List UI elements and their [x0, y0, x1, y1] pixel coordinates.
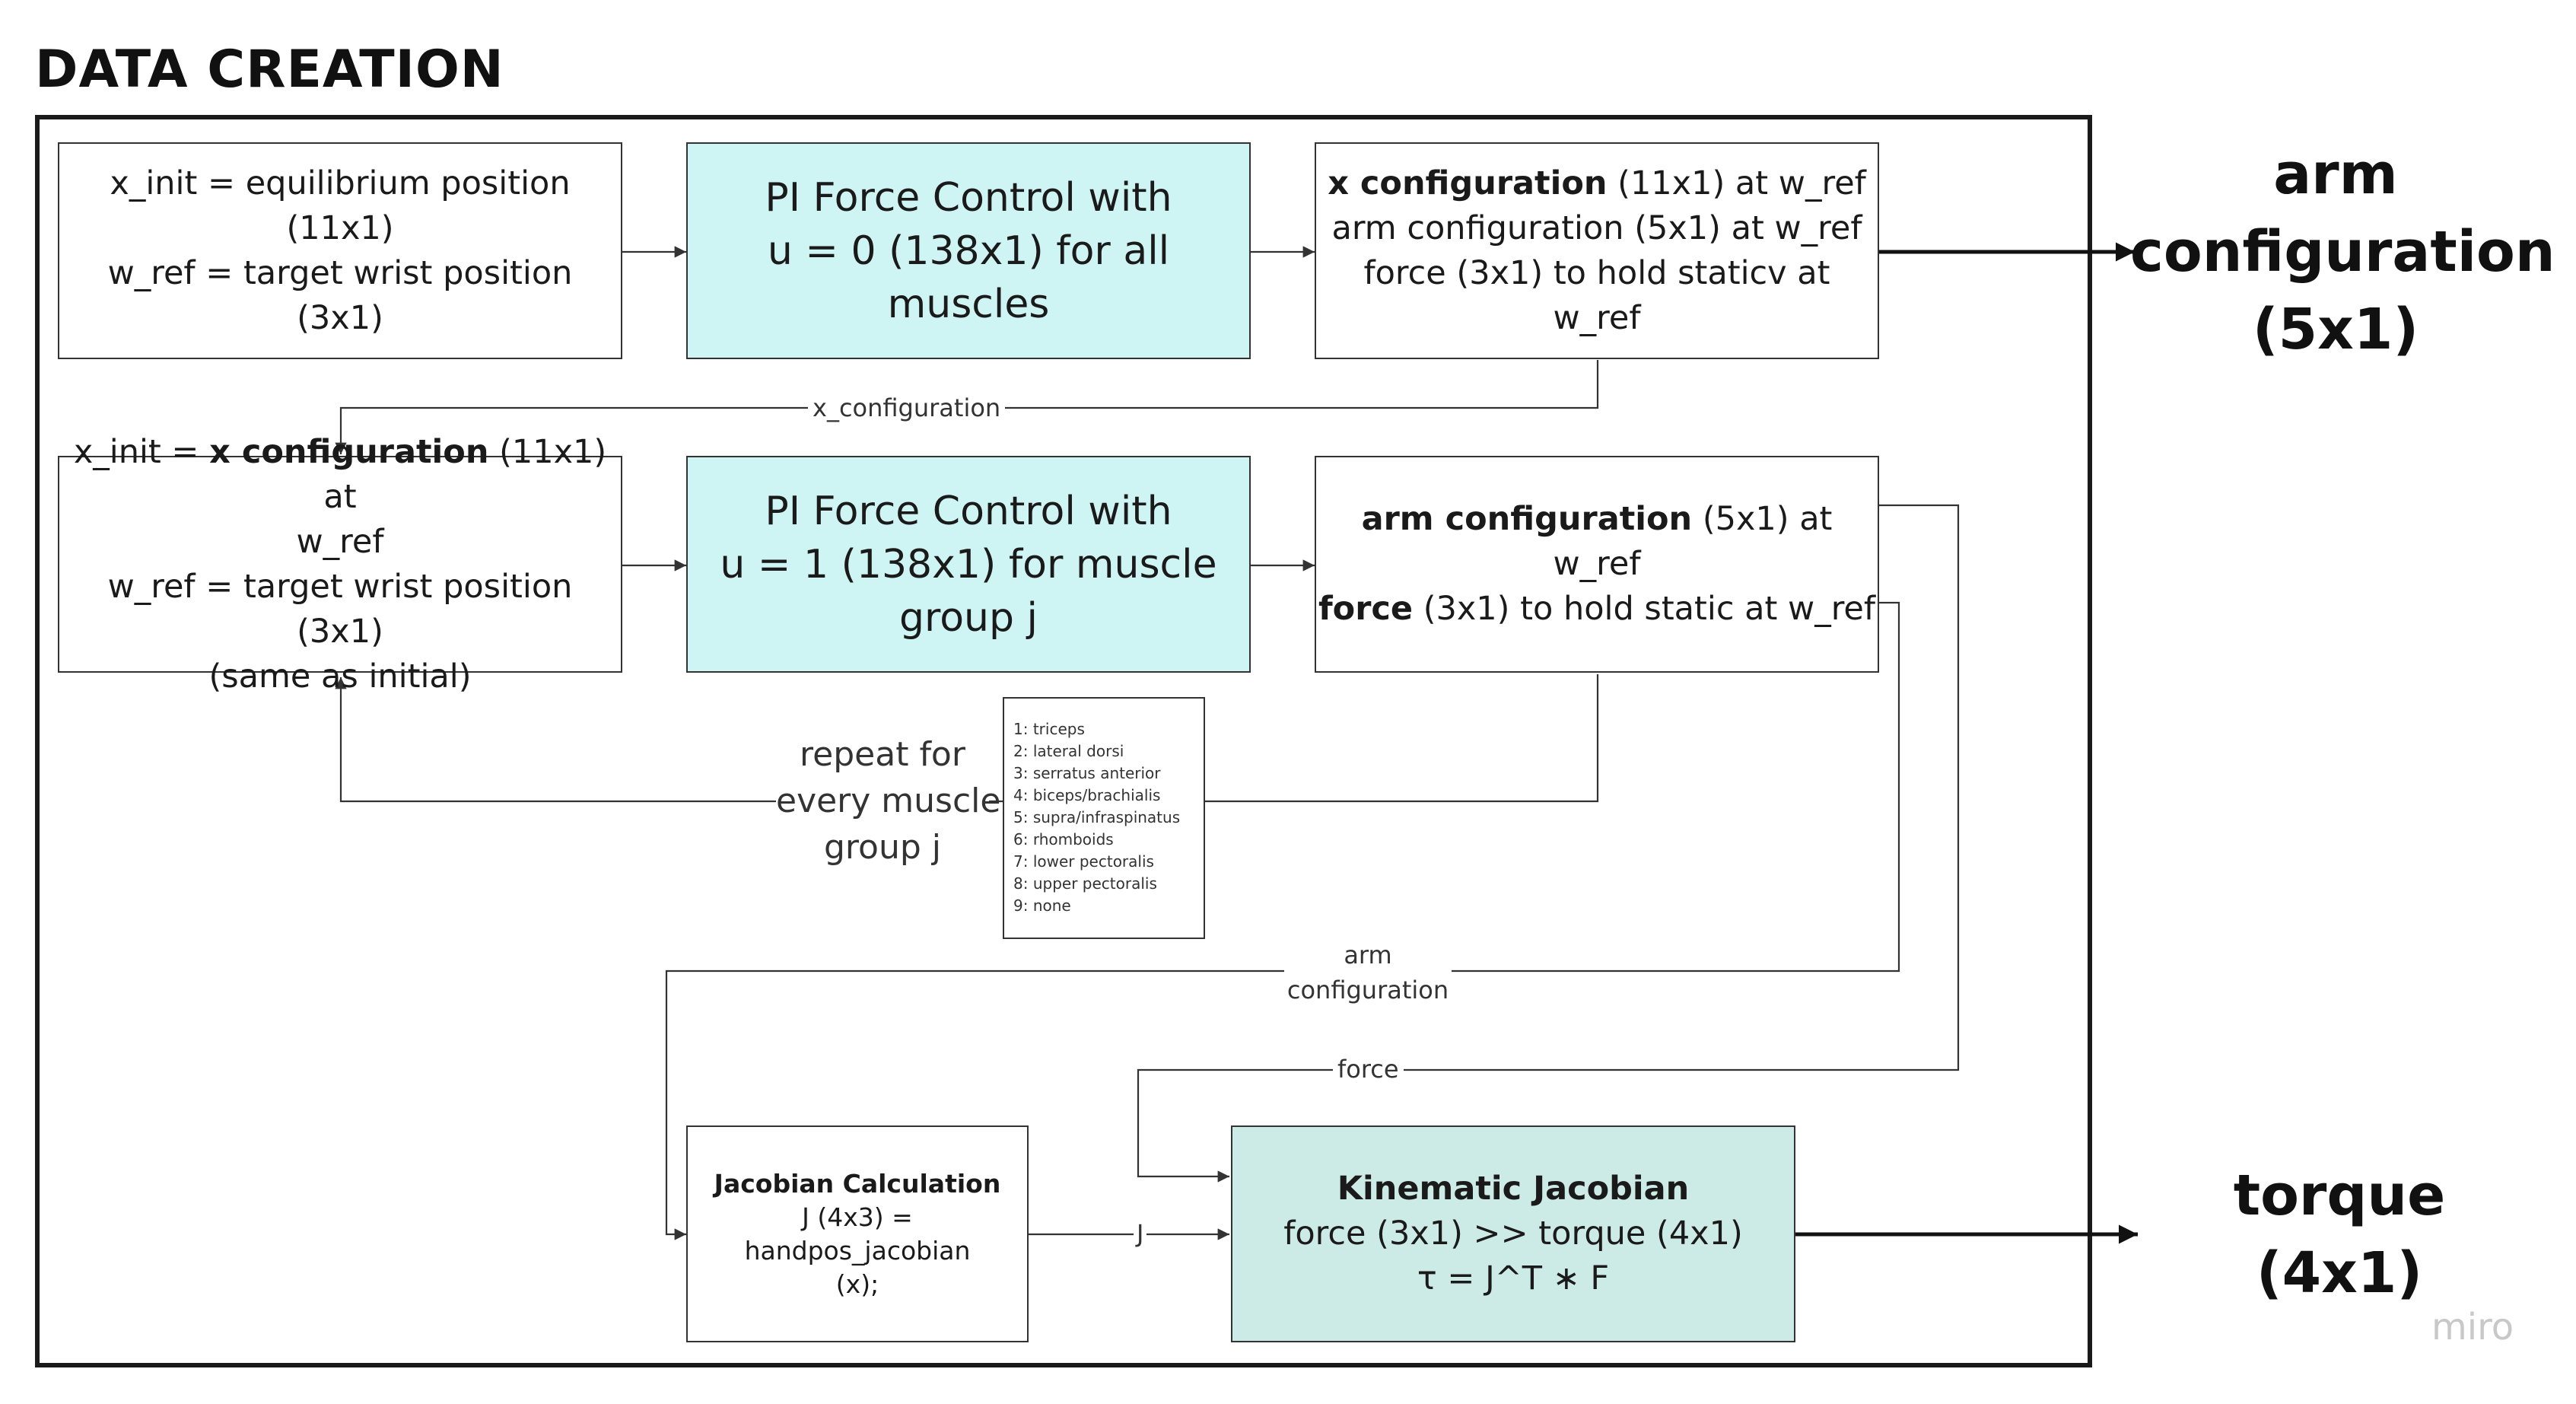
- pi2-line1: PI Force Control with: [765, 488, 1172, 534]
- label-repeat: repeat for every muscle group j: [776, 731, 1001, 871]
- list-item: 2: lateral dorsi: [1013, 742, 1124, 760]
- label-repeat-3: group j: [824, 828, 941, 867]
- list-item: 1: triceps: [1013, 720, 1085, 738]
- init2-bold: x configuration: [209, 432, 489, 471]
- kin-line2: force (3x1) >> torque (4x1): [1283, 1215, 1743, 1253]
- label-arm-configuration-1: arm: [1344, 941, 1392, 969]
- output-torque: torque (4x1): [2191, 1157, 2488, 1312]
- kinematic-jacobian-box: Kinematic Jacobian force (3x1) >> torque…: [1231, 1125, 1795, 1342]
- list-item: 3: serratus anterior: [1013, 764, 1161, 782]
- output-torque-2: (4x1): [2256, 1240, 2423, 1306]
- x-configuration-box: x configuration (11x1) at w_ref arm conf…: [1315, 142, 1879, 359]
- init-xconfiguration-box: x_init = x configuration (11x1) at w_ref…: [58, 433, 622, 696]
- kin-title: Kinematic Jacobian: [1337, 1170, 1690, 1208]
- armforce-bold1: arm configuration: [1361, 500, 1693, 538]
- armforce-line1-rest: (5x1) at w_ref: [1553, 500, 1833, 583]
- label-force: force: [1333, 1053, 1404, 1085]
- list-item: 4: biceps/brachialis: [1013, 786, 1161, 804]
- pi1-line2: u = 0 (138x1) for all muscles: [767, 228, 1170, 327]
- jac-title: Jacobian Calculation: [714, 1168, 1001, 1199]
- jac-line2: J (4x3) = handpos_jacobian: [744, 1202, 971, 1266]
- init-equilibrium-box: x_init = equilibrium position (11x1) w_r…: [58, 142, 622, 359]
- label-arm-configuration-2: configuration: [1286, 976, 1449, 1004]
- diagram-frame: [35, 115, 2092, 1367]
- label-j: J: [1134, 1218, 1147, 1250]
- list-item: 9: none: [1013, 896, 1071, 915]
- arrow-arm-configuration: [665, 601, 1900, 1240]
- init2-line1-rest: (11x1) at: [323, 432, 607, 516]
- init2-line3: w_ref = target wrist position (3x1): [107, 567, 573, 651]
- pi2-line2: u = 1 (138x1) for muscle: [720, 541, 1217, 587]
- xconf-line2: arm configuration (5x1) at w_ref: [1331, 209, 1862, 247]
- armforce-line2-rest: (3x1) to hold static at w_ref: [1413, 590, 1876, 628]
- miro-watermark: miro: [2431, 1306, 2514, 1348]
- init2-line4: (same as initial): [208, 657, 472, 696]
- label-x-configuration: x_configuration: [808, 392, 1006, 424]
- init2-pre: x_init =: [73, 432, 210, 471]
- pi2-line3: group j: [899, 594, 1038, 641]
- xconf-bold: x configuration: [1328, 164, 1608, 202]
- pi-force-control-u0-box: PI Force Control with u = 0 (138x1) for …: [686, 142, 1251, 359]
- xconf-line1-rest: (11x1) at w_ref: [1607, 164, 1866, 202]
- label-repeat-1: repeat for: [800, 735, 965, 774]
- label-repeat-2: every muscle: [776, 782, 1001, 820]
- init1-line1: x_init = equilibrium position (11x1): [110, 164, 571, 247]
- arm-config-force-box: arm configuration (5x1) at w_ref force (…: [1315, 456, 1879, 673]
- kin-line3: τ = J^T ∗ F: [1417, 1259, 1610, 1297]
- page-title: DATA CREATION: [35, 40, 504, 100]
- pi-force-control-u1-box: PI Force Control with u = 1 (138x1) for …: [686, 456, 1251, 673]
- jac-line3: (x);: [835, 1269, 879, 1299]
- output-arm-1: arm: [2273, 142, 2398, 207]
- output-torque-1: torque: [2233, 1163, 2446, 1228]
- muscle-group-list: 1: triceps 2: lateral dorsi 3: serratus …: [1003, 697, 1205, 939]
- init1-line2: w_ref = target wrist position (3x1): [107, 253, 573, 337]
- arrow-force: [1137, 504, 1960, 1183]
- output-arm-2: configuration: [2130, 219, 2555, 285]
- armforce-bold2: force: [1318, 590, 1414, 628]
- xconf-line3: force (3x1) to hold staticv at w_ref: [1363, 253, 1830, 337]
- output-arm-configuration: arm configuration (5x1): [2130, 135, 2555, 368]
- list-item: 5: supra/infraspinatus: [1013, 808, 1181, 826]
- list-item: 8: upper pectoralis: [1013, 874, 1157, 893]
- output-arm-3: (5x1): [2252, 297, 2419, 362]
- label-arm-configuration: arm configuration: [1284, 938, 1452, 1008]
- jacobian-calculation-box: Jacobian Calculation J (4x3) = handpos_j…: [686, 1125, 1029, 1342]
- pi1-line1: PI Force Control with: [765, 174, 1172, 221]
- list-item: 6: rhomboids: [1013, 830, 1114, 848]
- list-item: 7: lower pectoralis: [1013, 852, 1154, 871]
- init2-line2: w_ref: [296, 522, 384, 561]
